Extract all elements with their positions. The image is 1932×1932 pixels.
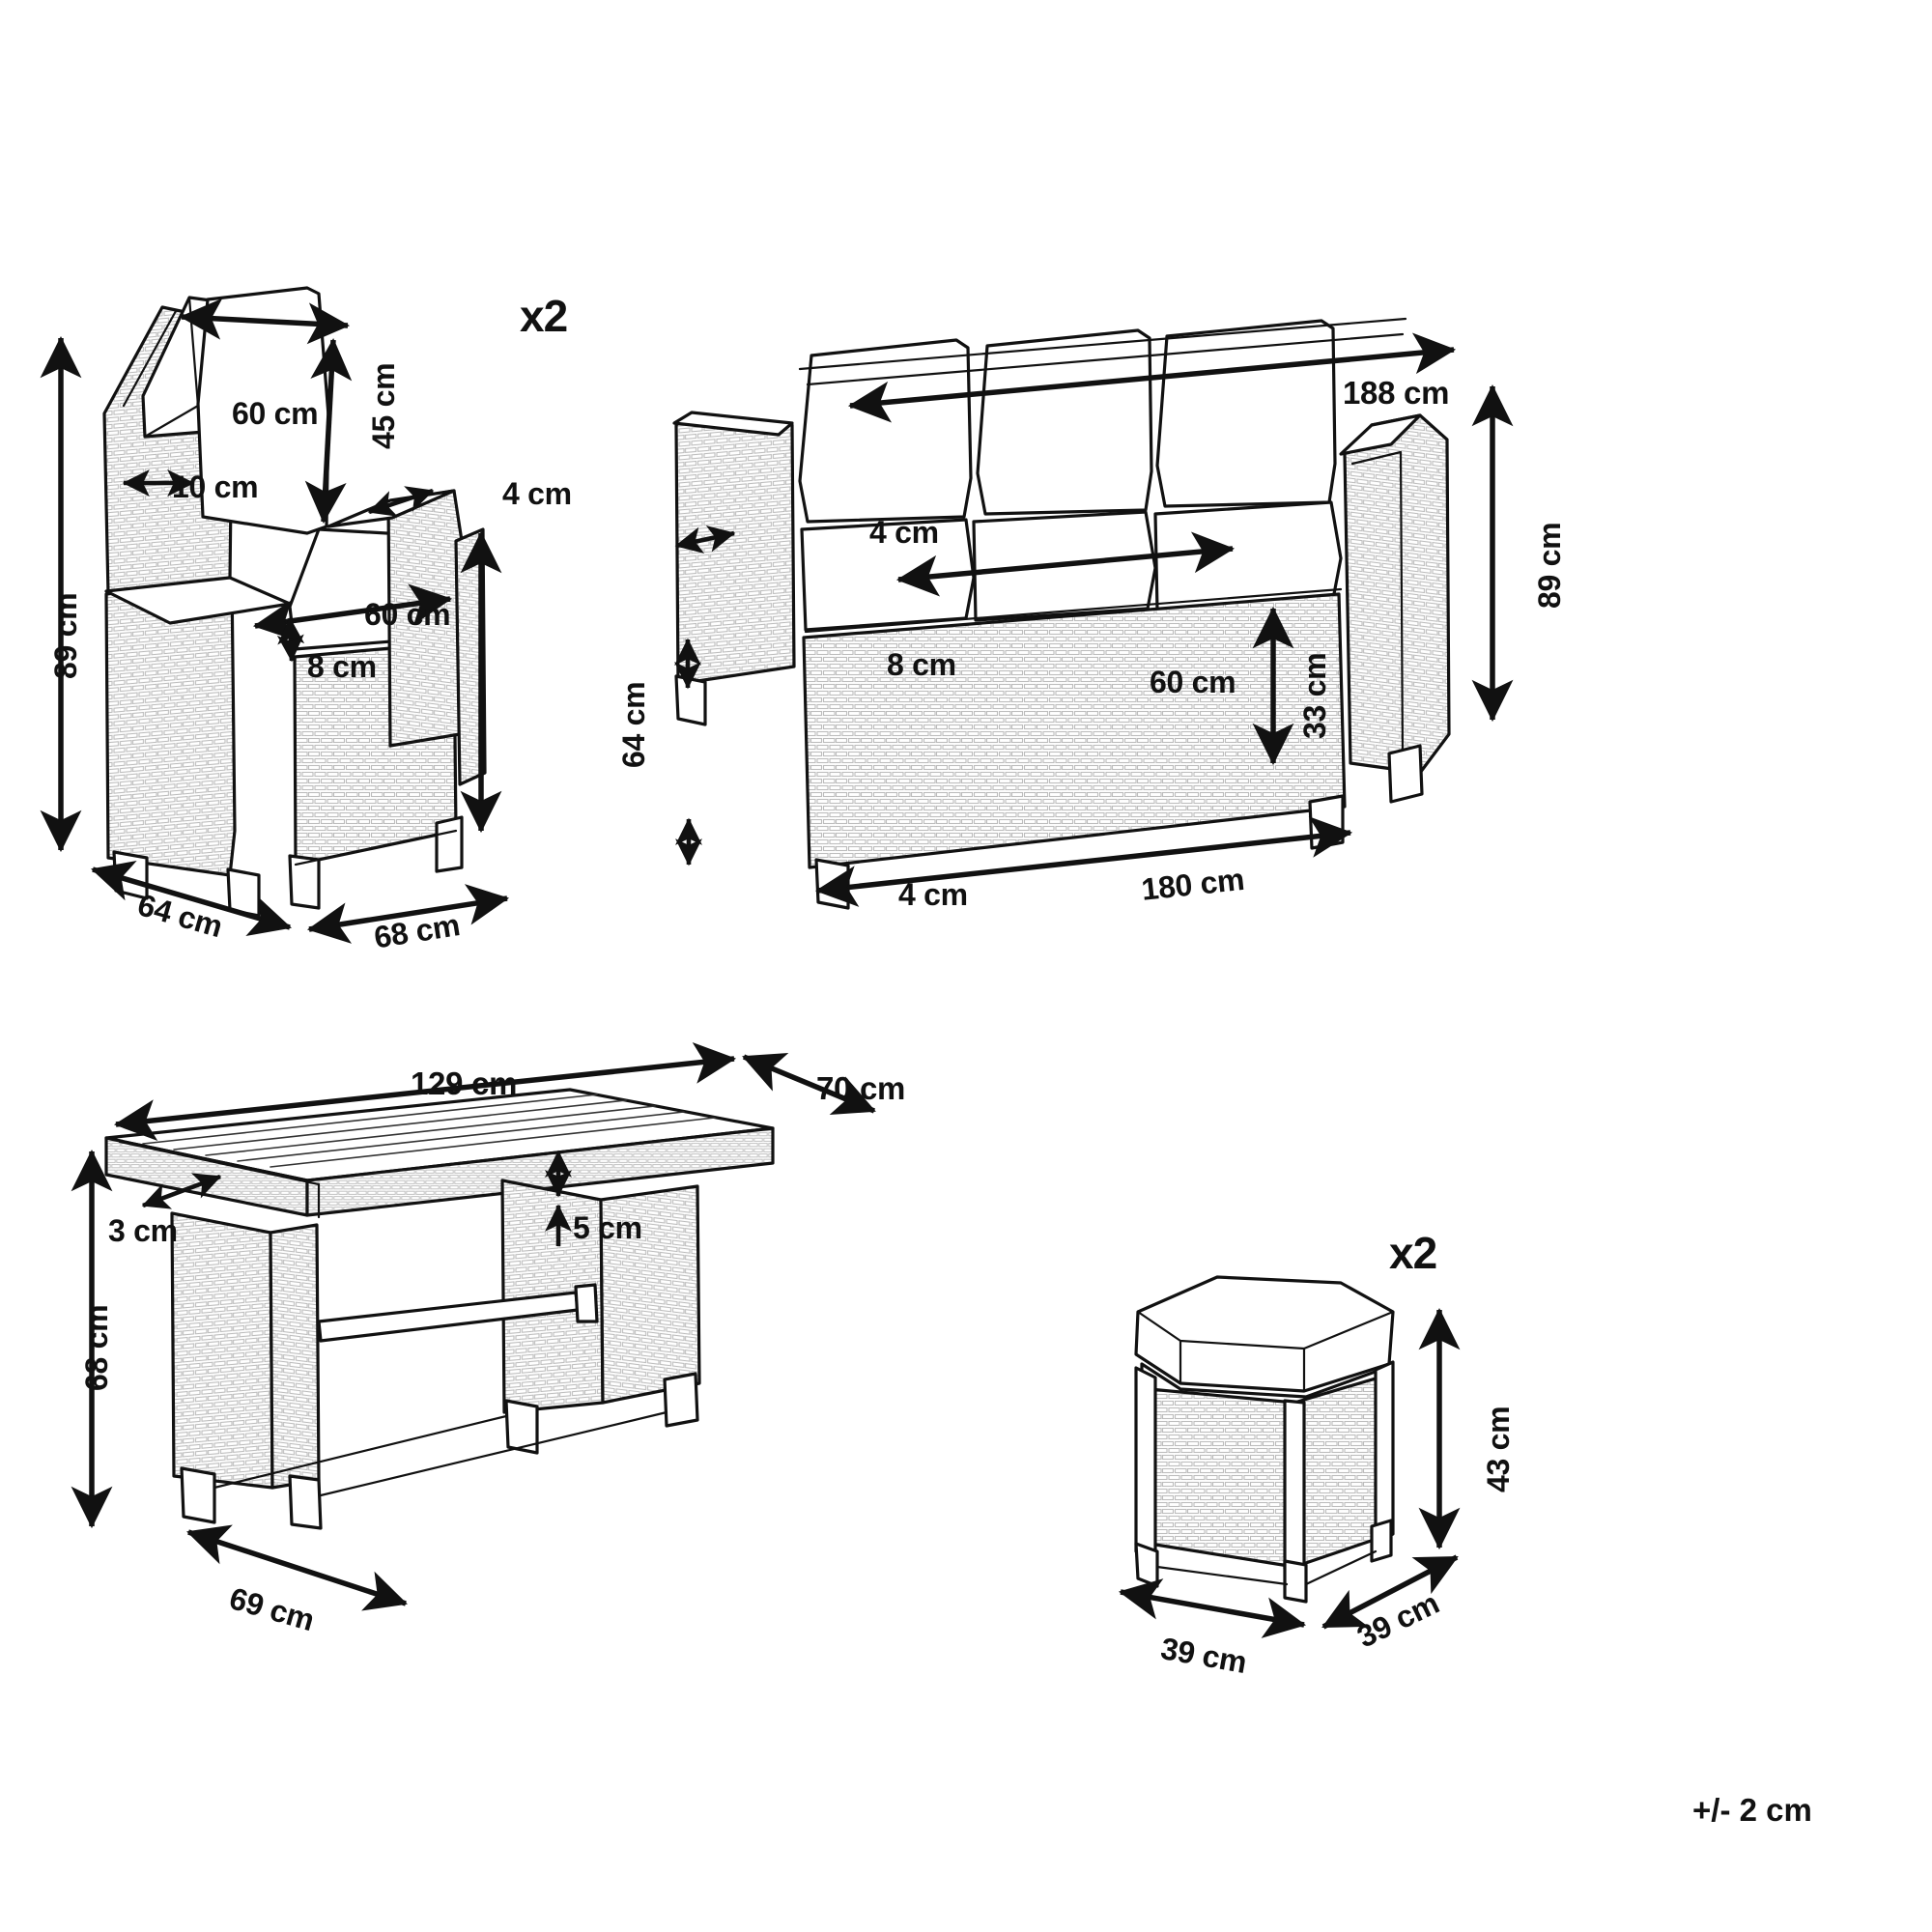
table-height-label: 68 cm <box>79 1304 114 1391</box>
table-dimension-lines <box>71 1042 876 1611</box>
stool-quantity-label: x2 <box>1389 1228 1437 1278</box>
armchair-backrest-height-label: 45 cm <box>366 362 401 449</box>
tolerance-note: +/- 2 cm <box>1692 1792 1812 1828</box>
armchair-armrest-width-label: 4 cm <box>502 476 572 511</box>
sofa-armrest-width-label: 4 cm <box>869 515 939 550</box>
table-drawing <box>104 1088 775 1530</box>
sofa-seat-thickness-label: 8 cm <box>887 647 956 682</box>
armchair-seat-depth-label: 60 cm <box>364 597 451 632</box>
table-length-label: 129 cm <box>411 1065 518 1101</box>
armchair-dimension-lines <box>40 298 510 944</box>
sofa-seat-width-label: 60 cm <box>1150 665 1236 699</box>
sofa-base-gap-label: 4 cm <box>898 877 968 912</box>
table-width-label: 70 cm <box>816 1070 906 1106</box>
armchair-seat-thickness-label: 8 cm <box>307 649 377 684</box>
sofa-seat-height-label: 33 cm <box>1297 652 1332 739</box>
sofa-total-width-label: 188 cm <box>1343 375 1450 411</box>
stool-dimension-lines <box>1118 1307 1461 1638</box>
armchair-armrest-height-label: 64 cm <box>616 681 651 768</box>
table-thickness-label: 3 cm <box>108 1213 178 1248</box>
sofa-drawing <box>672 317 1451 910</box>
sofa-dimension-lines <box>674 332 1514 907</box>
armchair-total-height-label: 89 cm <box>48 592 83 679</box>
table-overhang-label: 5 cm <box>573 1210 642 1245</box>
armchair-quantity-label: x2 <box>520 291 568 341</box>
armchair-backrest-thickness-label: 10 cm <box>172 469 259 504</box>
stool-drawing <box>1134 1275 1395 1604</box>
stool-height-label: 43 cm <box>1481 1406 1516 1492</box>
armchair-backrest-width-label: 60 cm <box>232 396 319 431</box>
sofa-total-height-label: 89 cm <box>1532 522 1567 609</box>
